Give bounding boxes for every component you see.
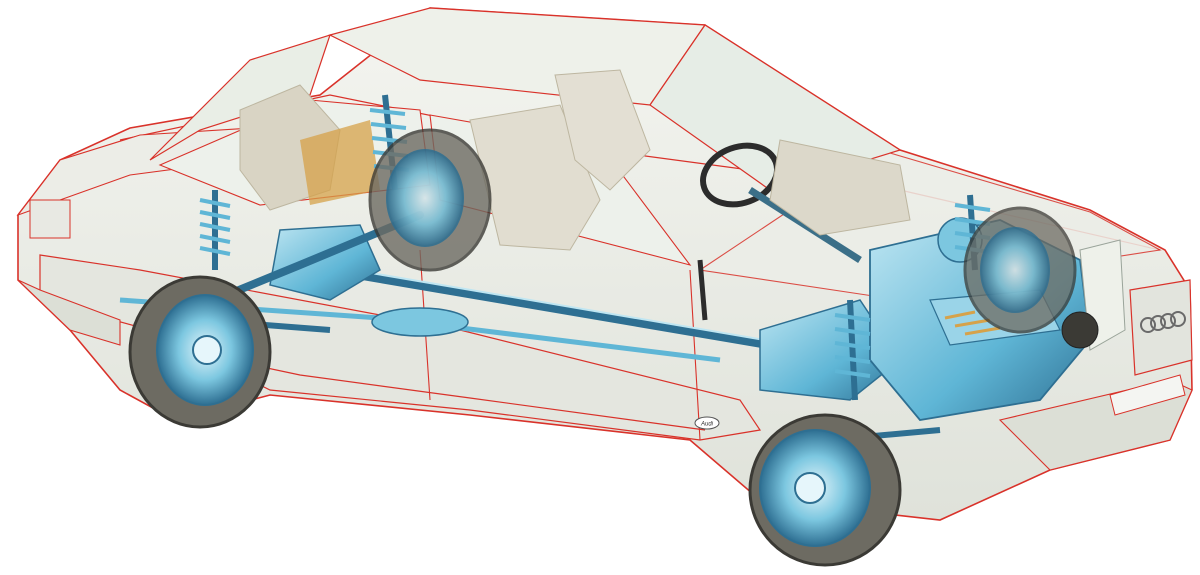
front-seat-right <box>554 69 651 191</box>
side-badge: Audi <box>694 416 720 430</box>
rear-left-wheel <box>128 275 272 429</box>
exhaust-silencer <box>371 307 469 337</box>
dashboard <box>769 139 911 236</box>
front-end <box>1109 279 1193 416</box>
front-seat-left <box>469 104 601 251</box>
steering-wheel <box>700 142 780 208</box>
grille <box>1129 279 1193 376</box>
intake-runners-ochre <box>944 310 1001 336</box>
headlight <box>1109 374 1186 416</box>
gear-lever <box>697 259 708 321</box>
front-left-strut <box>834 299 871 401</box>
four-rings-logo <box>1140 311 1186 333</box>
fan-pulley <box>1061 311 1099 349</box>
rear-left-strut <box>199 190 231 270</box>
badge-text: Audi <box>700 422 714 428</box>
windshield <box>649 24 902 191</box>
rear-right-wheel <box>368 128 492 272</box>
front-right-wheel <box>963 206 1077 334</box>
propeller-shaft <box>325 265 805 355</box>
rear-seat-ochre-panel <box>300 120 380 205</box>
propeller-shaft-highlight <box>329 265 801 347</box>
rear-window <box>149 34 331 161</box>
front-left-wheel <box>748 413 902 567</box>
rear-bumper <box>17 279 121 346</box>
license-plate-recess <box>29 199 71 239</box>
interior <box>239 69 911 263</box>
